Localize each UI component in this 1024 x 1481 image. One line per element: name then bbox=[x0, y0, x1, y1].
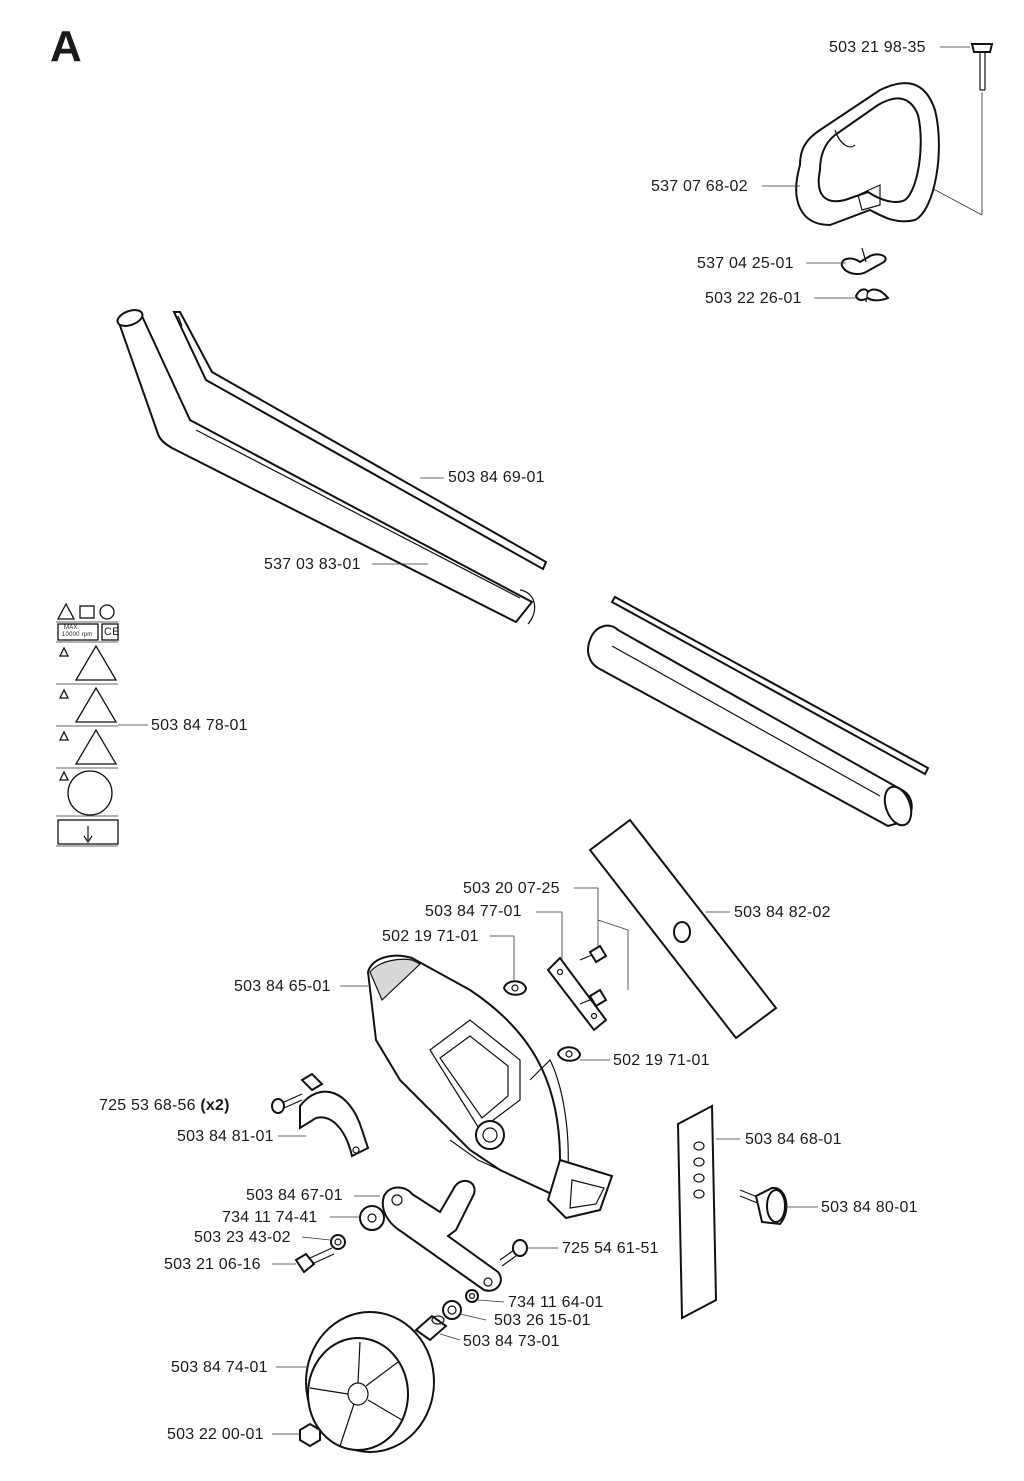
spacer-nut-upper bbox=[502, 980, 528, 996]
part-number-height-plate: 503 84 68-01 bbox=[745, 1131, 842, 1148]
warning-small-icon bbox=[58, 730, 70, 741]
decal-sheet bbox=[56, 602, 119, 847]
height-adjust-plate bbox=[676, 1104, 718, 1320]
part-number-spacer-upper: 502 19 71-01 bbox=[382, 928, 479, 945]
part-number-handle-clamp: 537 04 25-01 bbox=[697, 255, 794, 272]
arm-washer bbox=[359, 1205, 385, 1231]
safety-distance-icon bbox=[67, 770, 113, 816]
warning-small-icon bbox=[58, 770, 70, 781]
blade-hazard-icon bbox=[74, 728, 118, 765]
wheel-spacer bbox=[414, 1314, 448, 1342]
decal-rpm-text: 10000 rpm bbox=[62, 632, 93, 638]
part-number-arm-screw: 725 54 61-51 bbox=[562, 1240, 659, 1257]
bystander-warning-icon bbox=[74, 644, 118, 681]
decal-ce-text: CE bbox=[104, 626, 120, 638]
part-number-wheel: 503 84 74-01 bbox=[171, 1359, 268, 1376]
part-number-edger-blade: 503 84 82-02 bbox=[734, 904, 831, 921]
section-letter: A bbox=[50, 22, 82, 71]
blade-screws bbox=[579, 944, 608, 1008]
arm-socket-screw bbox=[499, 1239, 528, 1267]
manual-icon bbox=[79, 605, 95, 619]
thrown-objects-icon bbox=[74, 686, 118, 723]
part-number-blade-guard: 503 84 65-01 bbox=[234, 978, 331, 995]
part-number-shaft-tube: 537 03 83-01 bbox=[264, 556, 361, 573]
wing-nut bbox=[854, 288, 890, 303]
helmet-icon bbox=[99, 604, 115, 620]
warning-small-icon bbox=[58, 688, 70, 699]
part-number-adjust-knob: 503 84 80-01 bbox=[821, 1199, 918, 1216]
part-number-spacer-lower: 502 19 71-01 bbox=[613, 1052, 710, 1069]
shaft-clamp-screw bbox=[271, 1093, 303, 1114]
leader-lines bbox=[118, 46, 970, 1435]
handle-clamp bbox=[840, 247, 887, 275]
arm-bolt bbox=[294, 1247, 335, 1274]
spacer-nut-lower bbox=[556, 1046, 582, 1062]
blade-guard-housing bbox=[366, 954, 614, 1220]
part-number-blade-screw: 503 20 07-25 bbox=[463, 880, 560, 897]
shaft-clamp bbox=[299, 1072, 370, 1158]
part-number-wheel-bearing: 503 26 15-01 bbox=[494, 1312, 591, 1329]
max-rpm-icon bbox=[57, 623, 99, 641]
wheel-washer bbox=[465, 1289, 479, 1303]
adjust-knob bbox=[739, 1186, 788, 1226]
blade-clamp-plate bbox=[546, 956, 608, 1032]
edger-blade bbox=[588, 818, 778, 1040]
upper-shaft-tube bbox=[116, 309, 536, 625]
part-number-handle-bolt: 503 21 98-35 bbox=[829, 39, 926, 56]
part-number-arm-washer: 734 11 74-41 bbox=[222, 1209, 318, 1226]
part-number-wheel-spacer: 503 84 73-01 bbox=[463, 1333, 560, 1350]
part-number-wheel-washer: 734 11 64-01 bbox=[508, 1294, 604, 1311]
wheel-nut bbox=[299, 1422, 321, 1448]
part-number-wheel-arm: 503 84 67-01 bbox=[246, 1187, 343, 1204]
part-number-small-washer: 503 23 43-02 bbox=[194, 1229, 291, 1246]
part-number-upper-drive-shaft: 503 84 69-01 bbox=[448, 469, 545, 486]
small-washer bbox=[330, 1234, 346, 1250]
warning-triangle-icon bbox=[56, 602, 76, 620]
ce-mark-icon bbox=[101, 623, 119, 641]
lower-drive-shaft bbox=[610, 595, 930, 776]
part-number-wheel-nut: 503 22 00-01 bbox=[167, 1426, 264, 1443]
wheel bbox=[305, 1311, 435, 1453]
upper-drive-shaft bbox=[172, 311, 548, 571]
part-quantity: (x2) bbox=[200, 1097, 230, 1114]
part-number-clamp-plate: 503 84 77-01 bbox=[425, 903, 522, 920]
part-number-loop-handle: 537 07 68-02 bbox=[651, 178, 748, 195]
part-number-decal-sheet: 503 84 78-01 bbox=[151, 717, 248, 734]
part-number-clamp-screw: 725 53 68-56 (x2) bbox=[99, 1097, 230, 1114]
part-number-arm-bolt: 503 21 06-16 bbox=[164, 1256, 261, 1273]
loop-handle bbox=[795, 82, 940, 227]
warning-small-icon bbox=[58, 646, 70, 657]
decal-max-text: MAX bbox=[64, 625, 78, 631]
lower-shaft-tube bbox=[587, 624, 913, 828]
part-number-shaft-clamp: 503 84 81-01 bbox=[177, 1128, 274, 1145]
part-number-wing-nut: 503 22 26-01 bbox=[705, 290, 802, 307]
wheel-arm bbox=[381, 1179, 502, 1292]
wheel-bearing bbox=[442, 1300, 462, 1320]
